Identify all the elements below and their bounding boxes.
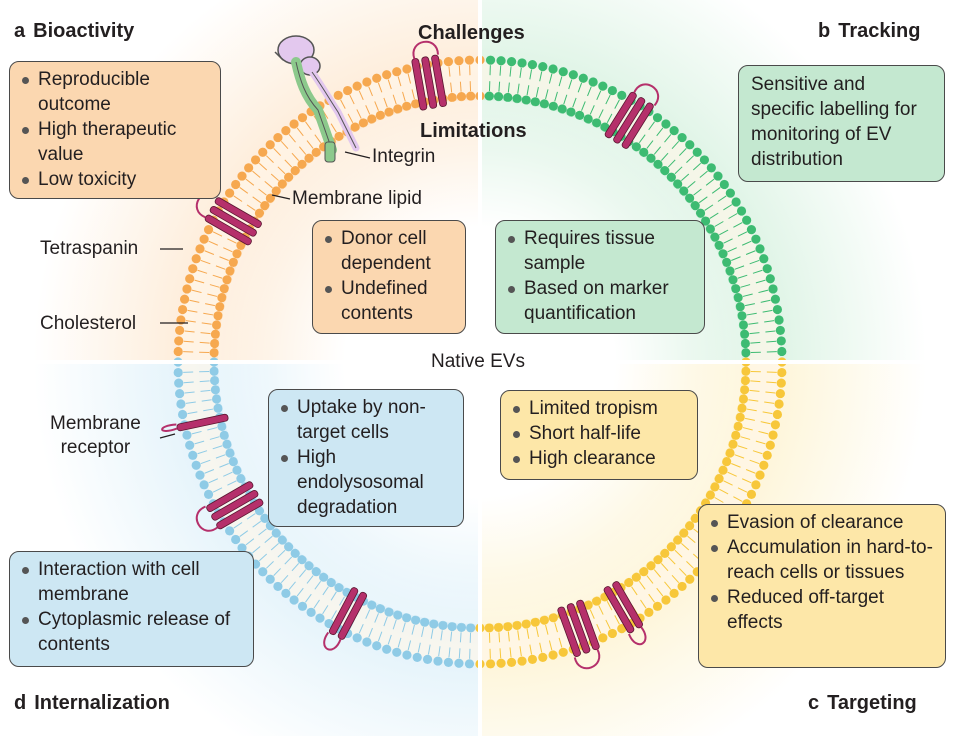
list-item: High endolysosomal degradation <box>279 445 453 520</box>
list-item: Requires tissue sample <box>506 226 694 276</box>
list-item: Interaction with cell membrane <box>20 557 243 607</box>
membrane-lipid-label: Membrane lipid <box>292 188 422 209</box>
internalization-challenges-list: Interaction with cell membrane Cytoplasm… <box>20 557 243 657</box>
membrane-receptor-label: Membrane receptor <box>50 413 141 458</box>
list-item: High clearance <box>511 446 687 471</box>
internalization-challenges-box: Interaction with cell membrane Cytoplasm… <box>9 551 254 667</box>
membrane-proteins <box>161 40 660 670</box>
list-item: Undefined contents <box>323 276 455 326</box>
list-item: Based on marker quantification <box>506 276 694 326</box>
list-item: Cytoplasmic release of contents <box>20 607 243 657</box>
list-item: Reproducible outcome <box>20 67 210 117</box>
list-item: High therapeutic value <box>20 117 210 167</box>
list-item: Accumulation in hard-to-reach cells or t… <box>709 535 935 585</box>
targeting-challenges-box: Evasion of clearance Accumulation in har… <box>698 504 946 668</box>
internalization-limitations-box: Uptake by non-target cells High endolyso… <box>268 389 464 527</box>
tetraspanin-label: Tetraspanin <box>40 238 139 259</box>
targeting-limitations-box: Limited tropism Short half-life High cle… <box>500 390 698 480</box>
tracking-limitations-list: Requires tissue sample Based on marker q… <box>506 226 694 326</box>
targeting-challenges-list: Evasion of clearance Accumulation in har… <box>709 510 935 635</box>
list-item: Reduced off-target effects <box>709 585 935 635</box>
list-item: Donor cell dependent <box>323 226 455 276</box>
label-leaders <box>159 151 371 439</box>
targeting-limitations-list: Limited tropism Short half-life High cle… <box>511 396 687 471</box>
limitations-heading: Limitations <box>420 120 527 142</box>
bioactivity-limitations-box: Donor cell dependent Undefined contents <box>312 220 466 334</box>
bioactivity-challenges-box: Reproducible outcome High therapeutic va… <box>9 61 221 199</box>
native-evs-label: Native EVs <box>415 347 541 377</box>
bioactivity-limitations-list: Donor cell dependent Undefined contents <box>323 226 455 326</box>
list-item: Uptake by non-target cells <box>279 395 453 445</box>
cholesterol-label: Cholesterol <box>40 313 137 334</box>
list-item: Short half-life <box>511 421 687 446</box>
list-item: Evasion of clearance <box>709 510 935 535</box>
list-item: Limited tropism <box>511 396 687 421</box>
tracking-limitations-box: Requires tissue sample Based on marker q… <box>495 220 705 334</box>
internalization-limitations-list: Uptake by non-target cells High endolyso… <box>279 395 453 520</box>
integrin-icon <box>274 35 360 163</box>
tracking-challenges-box: Sensitive and specific labelling for mon… <box>738 65 945 182</box>
bioactivity-challenges-list: Reproducible outcome High therapeutic va… <box>20 67 210 192</box>
integrin-label: Integrin <box>372 146 436 167</box>
list-item: Low toxicity <box>20 167 210 192</box>
challenges-heading: Challenges <box>418 22 525 44</box>
